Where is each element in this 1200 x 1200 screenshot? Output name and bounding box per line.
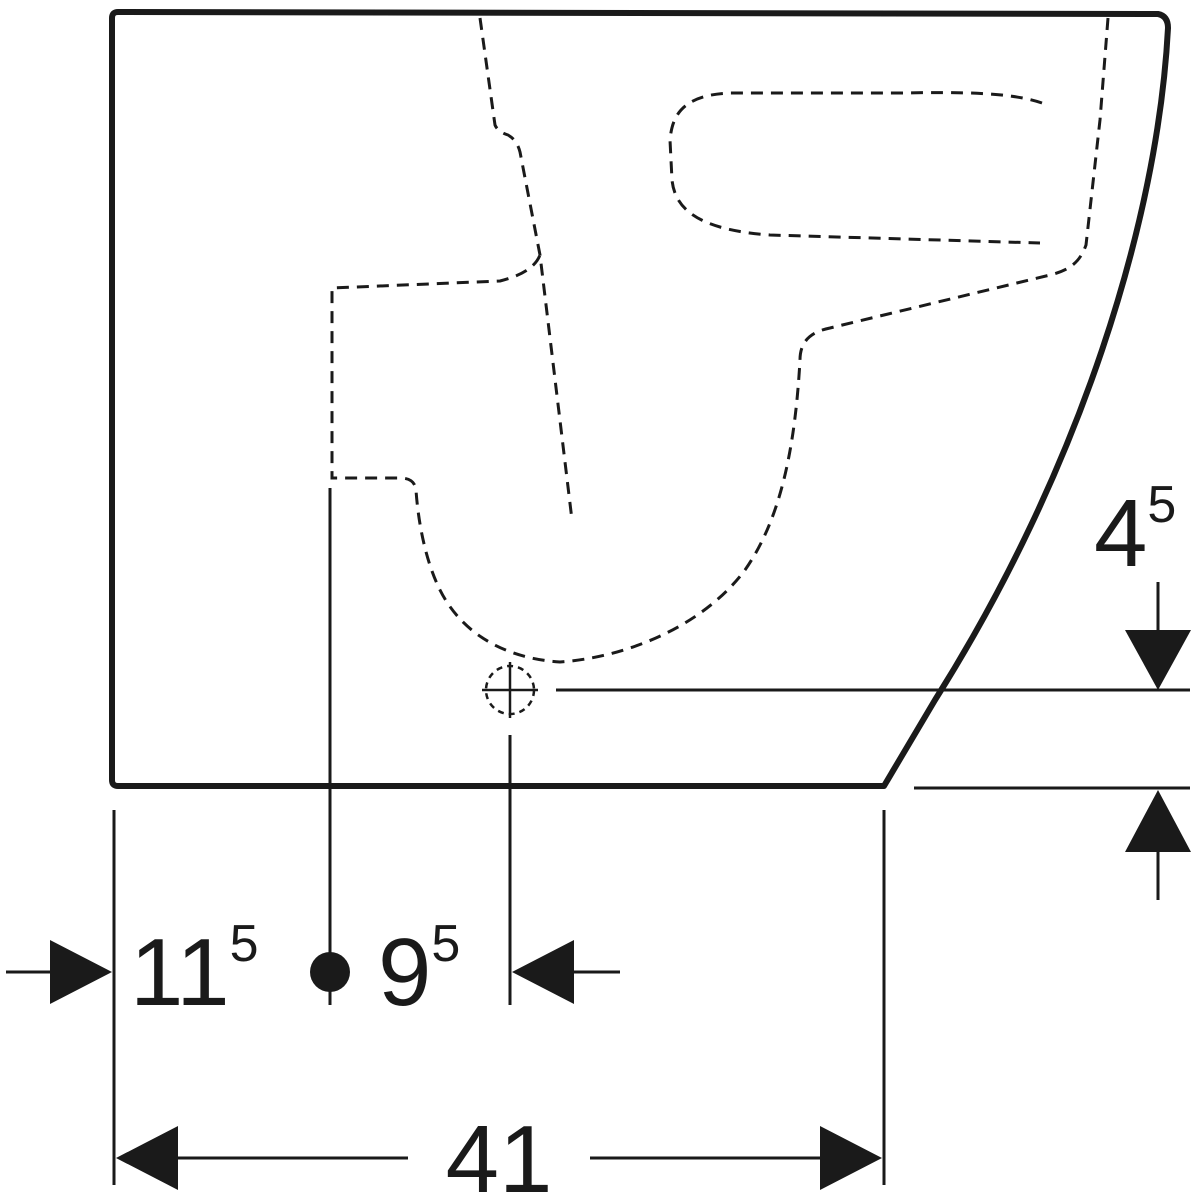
dim-label-overall-depth: 41 [446,1106,553,1200]
hidden-contours [330,17,1110,664]
inlet-dot [310,952,350,992]
rim-cavity-contour [668,91,1043,245]
fixture-outline [109,9,1171,789]
extension-lines [112,488,1190,1185]
dimension-lines [6,582,1191,1190]
arrowhead-left-overall [116,1126,178,1190]
arrowhead-left-outlet [512,940,574,1004]
flush-channel-contour [478,17,574,521]
dim-label-left-to-inlet: 115 [130,915,259,1026]
arrowhead-down [1125,630,1191,690]
outlet-center-mark [482,662,538,718]
dim-label-inlet-to-outlet: 95 [378,915,460,1026]
bowl-contour [330,17,1110,664]
dim-label-vertical-offset: 45 [1094,476,1176,587]
arrowhead-right-left-edge [50,940,112,1004]
arrowhead-right-overall [820,1126,882,1190]
arrowhead-up [1125,790,1191,852]
